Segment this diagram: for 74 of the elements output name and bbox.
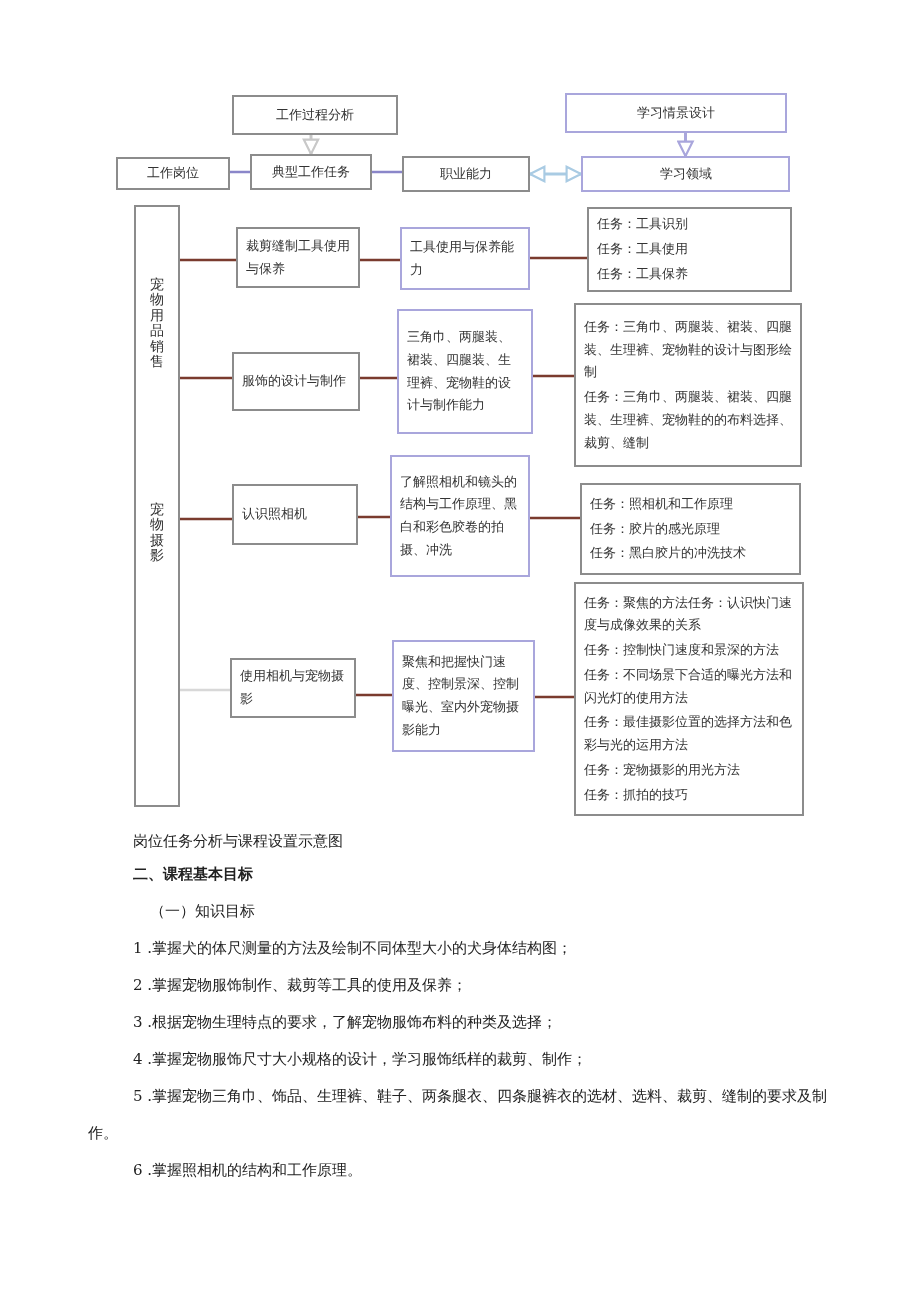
arrow	[677, 133, 694, 158]
process-box	[581, 156, 790, 192]
box-text: 典型工作任务	[272, 162, 350, 181]
box-text: 任务：三角巾、两腿装、裙装、四腿装、生理裤、宠物鞋的的布料选择、裁剪、缝制	[584, 388, 792, 452]
process-box	[400, 227, 530, 290]
connector-line	[180, 376, 232, 380]
connector-line	[530, 516, 580, 520]
process-box	[580, 483, 801, 575]
arrow	[302, 135, 320, 156]
process-box	[250, 154, 372, 190]
box-text: 任务：工具识别	[597, 215, 689, 234]
list-item: 5 .掌握宠物三角巾、饰品、生理裤、鞋子、两条腿衣、四条腿裤衣的选材、选料、裁剪、缝制的要求及制作。	[88, 1086, 829, 1144]
list-item: 1 .掌握犬的体尺测量的方法及绘制不同体型大小的犬身体结构图；	[132, 938, 574, 959]
box-text: 认识照相机	[242, 505, 308, 524]
box-text: 任务：不同场景下合适的曝光方法和闪光灯的使用方法	[584, 665, 793, 707]
box-text: 任务：工具使用	[597, 240, 689, 259]
connector-line	[356, 693, 392, 697]
box-text: 裁剪缝制工具使用与保养	[246, 236, 350, 278]
box-text: 聚焦和把握快门速度、控制景深、控制曝光、室内外宠物摄影能力	[402, 652, 520, 739]
box-text: 任务：最佳摄影位置的选择方法和色彩与光的运用方法	[584, 713, 793, 755]
connector-line	[535, 695, 574, 699]
list-item: 3 .根据宠物生理特点的要求，了解宠物服饰布料的种类及选择；	[132, 1012, 559, 1033]
connector-line	[530, 256, 587, 260]
section-heading: 二、课程基本目标	[133, 864, 254, 885]
subsection-heading: （一）知识目标	[150, 901, 256, 922]
list-item: 4 .掌握宠物服饰尺寸大小规格的设计，学习服饰纸样的裁剪、制作；	[132, 1049, 589, 1070]
box-text: 任务：三角巾、两腿装、裙装、四腿装、生理裤、宠物鞋的设计与图形绘制	[584, 317, 792, 382]
process-box	[232, 95, 398, 135]
box-text: 工具使用与保养能力	[410, 237, 515, 279]
box-text: 任务：宠物摄影的用光方法	[584, 760, 741, 779]
box-text: 工作岗位	[147, 164, 199, 183]
process-box	[236, 227, 360, 288]
vertical-label: 宠物用品销售	[150, 277, 164, 370]
connector-line	[360, 376, 397, 380]
list-item: 6 .掌握照相机的结构和工作原理。	[132, 1160, 364, 1181]
box-text: 职业能力	[440, 164, 492, 183]
box-text: 使用相机与宠物摄影	[240, 667, 345, 708]
connector-line	[358, 515, 390, 519]
process-box	[574, 303, 802, 467]
process-box	[232, 484, 358, 545]
box-text: 三角巾、两腿装、裙装、四腿装、生理裤、宠物鞋的设计与制作能力	[407, 328, 512, 415]
box-text: 任务：胶片的感光原理	[590, 519, 721, 538]
process-box	[390, 455, 530, 577]
connector-line	[360, 258, 400, 262]
box-text: 工作过程分析	[276, 105, 354, 124]
process-box	[116, 157, 230, 190]
box-text: 服饰的设计与制作	[242, 372, 347, 391]
process-box	[574, 582, 804, 816]
process-box	[392, 640, 535, 752]
category-column	[134, 205, 180, 807]
connector-line	[372, 170, 402, 174]
process-box	[232, 352, 360, 411]
list-item: 2 .掌握宠物服饰制作、裁剪等工具的使用及保养；	[132, 975, 469, 996]
connector-line	[180, 258, 236, 262]
box-text: 任务：控制快门速度和景深的方法	[584, 641, 780, 660]
box-text: 任务：聚焦的方法任务：认识快门速度与成像效果的关系	[584, 593, 793, 635]
process-box	[230, 658, 356, 718]
process-box	[402, 156, 530, 192]
box-text: 任务：工具保养	[597, 264, 689, 283]
box-text: 了解照相机和镜头的结构与工作原理、黑白和彩色胶卷的拍摄、冲洗	[400, 472, 518, 559]
box-text: 任务：抓拍的技巧	[584, 785, 689, 804]
box-text: 任务：照相机和工作原理	[590, 494, 734, 513]
process-box	[565, 93, 787, 133]
vertical-label: 宠物摄影	[150, 502, 164, 564]
process-box	[397, 309, 533, 434]
process-box	[587, 207, 792, 292]
connector-line	[533, 374, 574, 378]
connector-line	[180, 688, 230, 692]
box-text: 任务：黑白胶片的冲洗技术	[590, 544, 747, 563]
connector-line	[180, 517, 232, 521]
caption: 岗位任务分析与课程设置示意图	[133, 831, 344, 852]
box-text: 学习情景设计	[637, 103, 715, 122]
box-text: 学习领域	[659, 164, 712, 183]
connector-line	[230, 170, 250, 174]
